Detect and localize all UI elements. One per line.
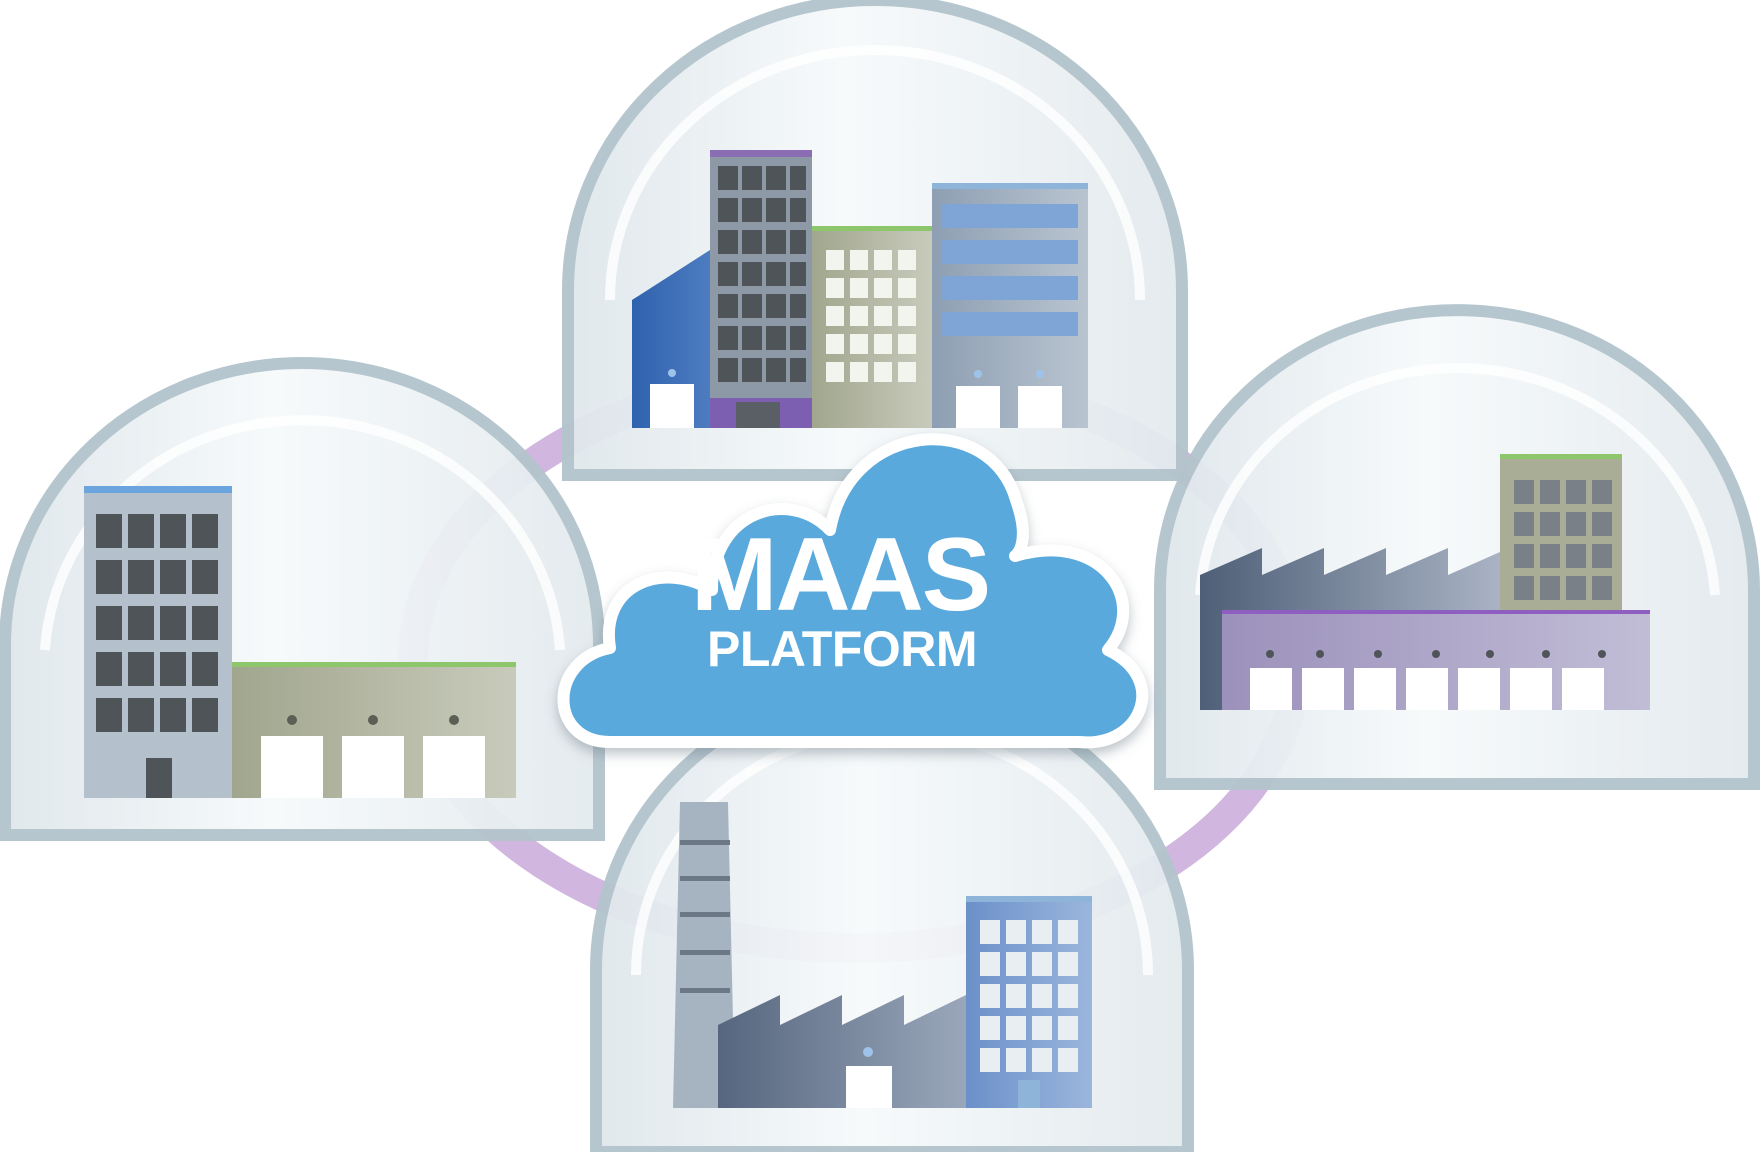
dome-top-highlight xyxy=(605,45,1145,301)
platform-subtitle: PLATFORM xyxy=(707,621,977,677)
cloud-shape xyxy=(557,433,1149,749)
factory-icon xyxy=(1200,454,1650,710)
office-tower-icon xyxy=(84,486,232,798)
platform-title: MAAS xyxy=(691,517,989,633)
factory-icon xyxy=(718,995,966,1108)
dome-left-highlight xyxy=(40,415,565,651)
dome-right xyxy=(1154,304,1760,790)
office-tower-icon xyxy=(710,150,812,428)
dome-right-glass xyxy=(1154,304,1760,790)
office-tower-icon xyxy=(932,183,1088,428)
dome-left xyxy=(0,357,605,841)
office-tower-icon xyxy=(812,226,932,428)
warehouse-icon xyxy=(232,662,516,798)
dome-right-highlight xyxy=(1195,363,1720,596)
cloud-icon xyxy=(557,433,1149,749)
office-tower-icon xyxy=(966,896,1092,1108)
office-tower-icon xyxy=(632,250,710,428)
dome-bottom xyxy=(590,679,1194,1157)
dome-top xyxy=(562,0,1188,481)
